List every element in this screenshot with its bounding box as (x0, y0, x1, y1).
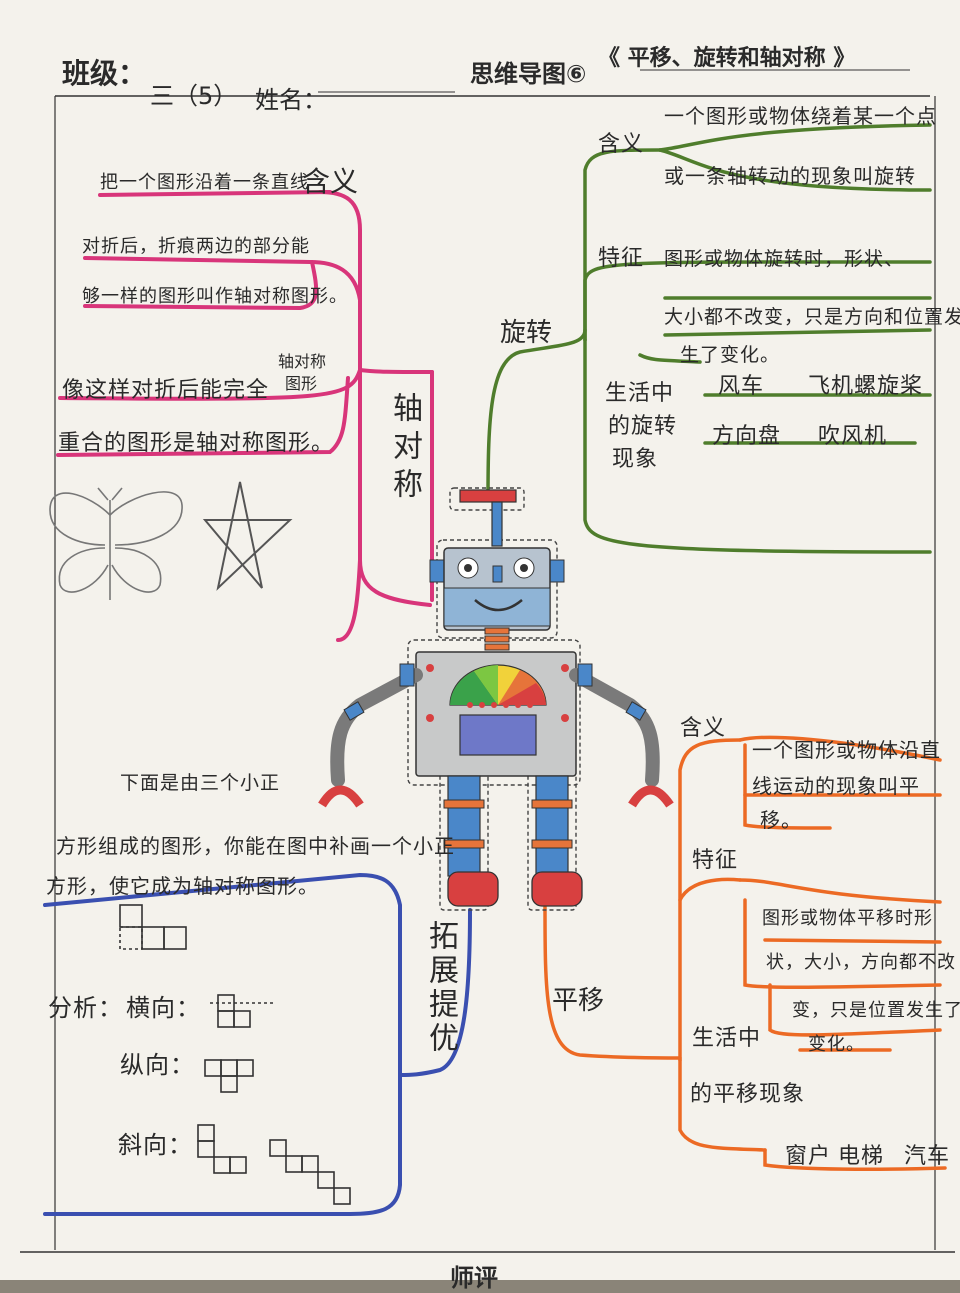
axis-figure-label-1: 轴对称 (278, 352, 327, 371)
translation-feature-line-3: 变，只是位置发生了 (792, 1000, 960, 1021)
horizontal-label: 横向： (126, 994, 201, 1022)
rotation-branch (486, 123, 932, 554)
mind-map-label: 思维导图⑥ (470, 60, 587, 88)
translation-feature-line-1: 图形或物体平移时形 (762, 908, 933, 929)
topic-rotation: 旋转 (500, 318, 553, 348)
square-figures (119, 904, 351, 1205)
translation-life-label-2: 的平移现象 (690, 1082, 806, 1107)
translation-meaning-line-1: 一个图形或物体沿直 (752, 738, 941, 762)
translation-example-window: 窗户 (785, 1144, 832, 1169)
rotation-example-steering-wheel: 方向盘 (712, 424, 782, 449)
rotation-feature-label: 特征 (598, 246, 645, 271)
translation-meaning-label: 含义 (680, 716, 727, 741)
diagonal-label: 斜向： (118, 1131, 193, 1159)
rotation-example-windmill: 风车 (718, 374, 765, 399)
teacher-comment-label: 师评 (450, 1264, 498, 1292)
translation-example-elevator: 电梯 (838, 1144, 885, 1169)
name-label: 姓名： (255, 86, 327, 114)
analysis-label: 分析： (48, 994, 123, 1022)
translation-branch (543, 735, 947, 1171)
rotation-meaning-line-1: 一个图形或物体绕着某一个点 (664, 104, 937, 128)
rotation-life-label-3: 现象 (612, 447, 659, 472)
rotation-feature-line-1: 图形或物体旋转时，形状、 (664, 248, 905, 270)
rotation-meaning-line-2: 或一条轴转动的现象叫旋转 (664, 164, 916, 188)
extension-branch (43, 872, 472, 1216)
axis-figure-line-2: 重合的图形是轴对称图形。 (58, 431, 335, 456)
topic-extension: 拓展提优 (423, 920, 458, 1056)
rotation-example-hair-dryer: 吹风机 (818, 424, 888, 449)
rotation-life-label-2: 的旋转 (608, 414, 678, 439)
topic-axis-symmetry: 轴对称 (387, 392, 422, 506)
star-drawing (202, 481, 293, 591)
translation-feature-line-2: 状，大小，方向都不改 (766, 952, 956, 973)
robot-illustration (318, 487, 674, 911)
axis-figure-label-2: 图形 (285, 374, 318, 393)
rotation-feature-line-2: 大小都不改变，只是方向和位置发 (664, 306, 960, 328)
topic-translation: 平移 (552, 986, 605, 1016)
extension-question-line-2: 方形组成的图形，你能在图中补画一个小正 (56, 834, 455, 858)
axis-figure-line-1: 像这样对折后能完全 (62, 378, 270, 403)
translation-feature-line-4: 变化。 (808, 1034, 865, 1055)
axis-meaning-line-3: 够一样的图形叫作轴对称图形。 (82, 286, 348, 307)
translation-feature-label: 特征 (692, 848, 739, 873)
class-label: 班级： (62, 57, 147, 90)
translation-meaning-line-2: 线运动的现象叫平 (752, 774, 920, 798)
translation-example-car: 汽车 (904, 1144, 951, 1169)
extension-question-line-3: 方形，使它成为轴对称图形。 (46, 874, 319, 898)
vertical-label: 纵向： (120, 1051, 195, 1079)
axis-symmetry-branch (56, 190, 434, 642)
mind-map-title: 《 平移、旋转和轴对称 》 (598, 46, 856, 71)
axis-meaning-label: 含义 (302, 165, 359, 198)
butterfly-drawing (49, 487, 183, 600)
name-input[interactable] (318, 60, 455, 90)
axis-meaning-line-1: 把一个图形沿着一条直线 (100, 172, 309, 193)
rotation-life-label-1: 生活中 (605, 381, 675, 406)
rotation-feature-line-3: 生了变化。 (680, 344, 781, 366)
rotation-meaning-label: 含义 (598, 132, 645, 157)
translation-meaning-line-3: 移。 (760, 808, 802, 832)
extension-question-line-1: 下面是由三个小正 (120, 772, 281, 794)
translation-life-label-1: 生活中 (692, 1026, 762, 1051)
class-value: 三（5） (150, 82, 238, 110)
axis-meaning-line-2: 对折后，折痕两边的部分能 (82, 236, 310, 257)
rotation-example-propeller: 飞机螺旋桨 (808, 374, 924, 399)
